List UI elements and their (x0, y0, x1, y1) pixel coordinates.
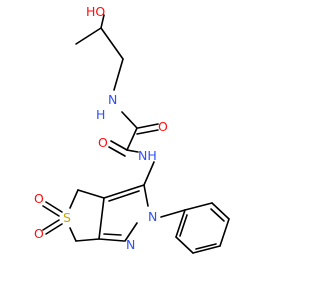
molecule-diagram: HO N H O O NH N N S O O (34, 4, 230, 254)
phenyl-inner-3 (179, 214, 188, 237)
bond-ho-c (100, 14, 105, 29)
atom-label-layer: HO N H O O NH N N S O O (34, 4, 168, 252)
sulfonyl-o-top: O (34, 191, 44, 206)
bond-c3-c3a (103, 184, 145, 199)
bond-n2-ph (160, 209, 186, 218)
bond-s-ch2b (69, 227, 77, 242)
bond-n2-n1 (124, 222, 138, 242)
bond-nh-c3 (143, 161, 155, 186)
bond-c-ch3 (75, 27, 102, 45)
bond-c3a-ch2 (77, 189, 105, 199)
bond-c-ch2 (100, 27, 124, 60)
amide-nh-top-n: N (108, 92, 117, 107)
structure-canvas: HO N H O O NH N N S O O (34, 4, 230, 254)
ring-n1: N (126, 237, 135, 252)
bond-c2-o-double (108, 146, 126, 157)
hydroxyl-label: HO (86, 4, 105, 19)
bond-ch2b-c7a (75, 238, 100, 242)
bond-c1-o-double (136, 129, 159, 135)
bond-c1-o (137, 123, 159, 129)
phenyl-bond-5 (175, 236, 194, 254)
carbonyl-o-bottom: O (98, 135, 108, 150)
phenyl-bond-4 (192, 245, 221, 254)
phenyl-bond-2 (211, 202, 230, 220)
bond-c2-o (110, 140, 128, 151)
bond-c1-c2 (126, 127, 138, 151)
bond-s-o1 (45, 201, 63, 213)
bond-c3-n2 (143, 184, 149, 207)
phenyl-bond-6 (175, 209, 186, 238)
amide-nh-bottom: NH (138, 148, 157, 163)
bond-c7a-c3a (98, 197, 105, 240)
bond-n1-c7a (98, 238, 125, 242)
bond-ch2-n (113, 58, 124, 91)
sulfonyl-o-bottom: O (34, 226, 44, 241)
sulfur: S (63, 210, 71, 225)
phenyl-bond-1 (184, 202, 213, 211)
bond-ch2-s (69, 189, 79, 209)
bond-c2-nh (126, 149, 139, 153)
phenyl-inner-2 (195, 243, 217, 250)
bond-layer (42, 14, 230, 254)
amide-nh-top-h: H (96, 107, 105, 122)
phenyl-bond-3 (219, 218, 230, 247)
carbonyl-o-top: O (158, 119, 168, 134)
bond-s-o2 (45, 223, 63, 235)
bond-n1-c7a-inner (103, 233, 122, 236)
bond-s-o2-double (42, 219, 60, 231)
ring-n2: N (148, 209, 157, 224)
bond-s-o1-double (42, 205, 60, 217)
phenyl-inner-1 (210, 208, 225, 222)
bond-n-c1 (121, 111, 138, 129)
bond-c3-c3a-inner (108, 190, 140, 202)
